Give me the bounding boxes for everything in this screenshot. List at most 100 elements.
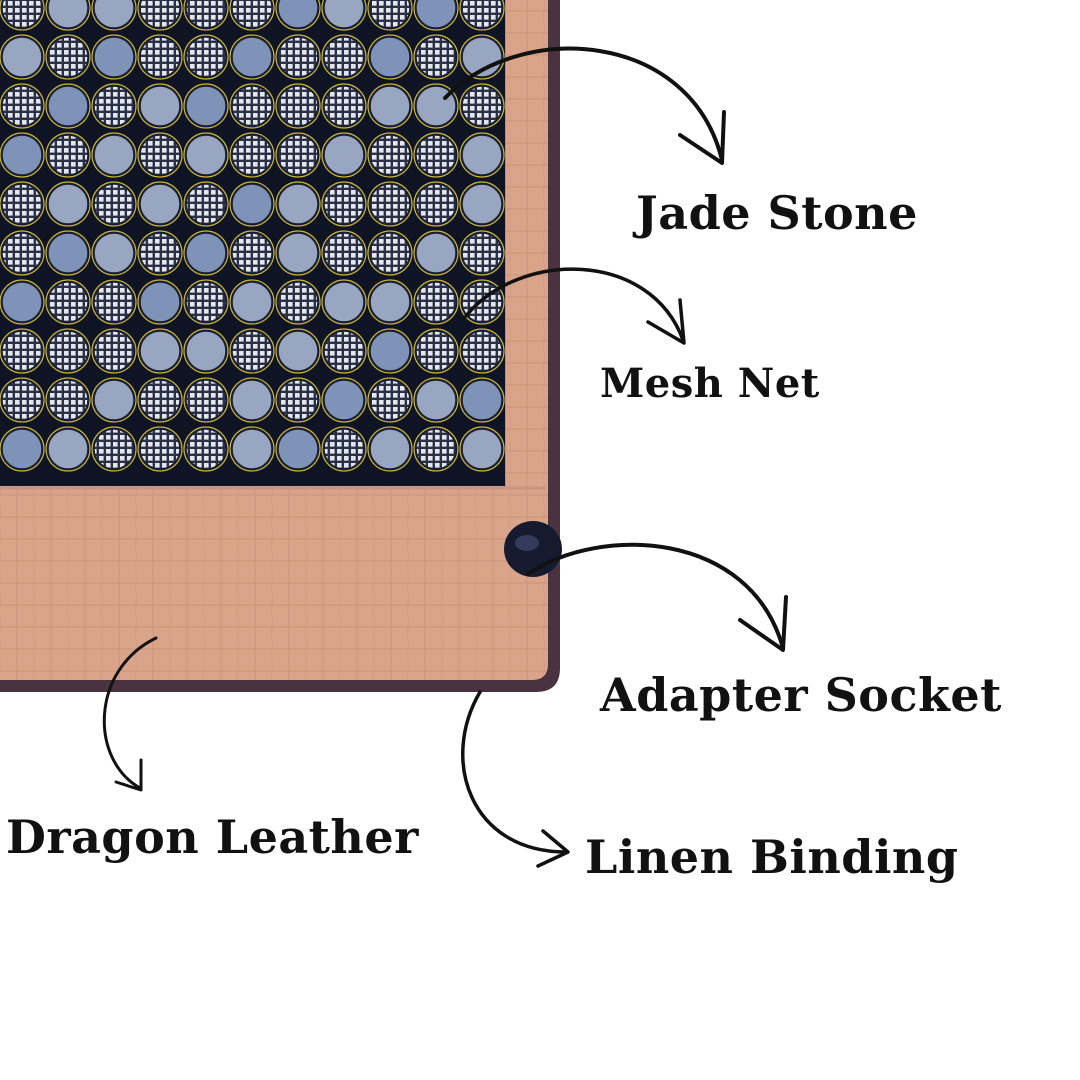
jade-stone (1, 183, 43, 225)
stone-rim (45, 328, 91, 374)
stone-rim (459, 230, 505, 276)
stone-rim (413, 426, 459, 472)
stone-rim (45, 132, 91, 178)
jade-stone (369, 85, 411, 127)
adapter-socket-arrow (526, 542, 788, 652)
jade-stone (1, 134, 43, 176)
jade-stone (93, 183, 135, 225)
jade-stone (415, 428, 457, 470)
stone-rim (459, 83, 505, 129)
stone-rim (183, 426, 229, 472)
jade-stone (1, 0, 43, 29)
stone-rim (137, 0, 183, 31)
stone-rim (229, 426, 275, 472)
stone-rim (137, 279, 183, 325)
stone-rim (321, 377, 367, 423)
stone-rim (229, 279, 275, 325)
stone-rim (275, 132, 321, 178)
jade-stone (139, 428, 181, 470)
stone-rim (413, 377, 459, 423)
stone-rim (45, 83, 91, 129)
jade-stone (277, 232, 319, 274)
stone-rim (275, 328, 321, 374)
stone-rim (321, 181, 367, 227)
jade-stone (185, 85, 227, 127)
stone-rim (367, 132, 413, 178)
stone-rim (91, 132, 137, 178)
stone-rim (91, 279, 137, 325)
jade-stone (461, 183, 503, 225)
jade-stone-grid (0, 0, 505, 472)
jade-stone (323, 0, 365, 29)
stone-rim (459, 377, 505, 423)
stone-rim (275, 181, 321, 227)
jade-stone (185, 0, 227, 29)
stone-rim (137, 230, 183, 276)
stone-rim (413, 0, 459, 31)
stone-rim (229, 328, 275, 374)
stone-rim (183, 328, 229, 374)
stone-rim (367, 0, 413, 31)
jade-stone (415, 36, 457, 78)
stone-rim (0, 426, 45, 472)
jade-stone (47, 183, 89, 225)
jade-stone (47, 232, 89, 274)
jade-stone (323, 379, 365, 421)
jade-stone (47, 281, 89, 323)
jade-stone-arrow (443, 46, 726, 165)
stone-rim (229, 0, 275, 31)
stone-rim (275, 377, 321, 423)
stone-rim (275, 34, 321, 80)
jade-stone (185, 379, 227, 421)
stone-rim (459, 181, 505, 227)
jade-stone (277, 0, 319, 29)
mesh-net-arrow (464, 267, 686, 345)
stone-rim (275, 83, 321, 129)
stone-rim (275, 426, 321, 472)
stone-rim (229, 230, 275, 276)
stone-rim (321, 328, 367, 374)
stone-rim (91, 230, 137, 276)
jade-stone (369, 428, 411, 470)
jade-stone (185, 330, 227, 372)
stone-rim (91, 426, 137, 472)
jade-stone (1, 85, 43, 127)
stone-rim (321, 0, 367, 31)
dragon-leather-arrow (102, 636, 158, 792)
jade-stone (93, 134, 135, 176)
stone-rim (0, 377, 45, 423)
stone-rim (367, 426, 413, 472)
stone-rim (413, 132, 459, 178)
jade-stone (461, 134, 503, 176)
stone-rim (459, 0, 505, 31)
stone-rim (183, 34, 229, 80)
linen-binding-label: Linen Binding (585, 830, 959, 884)
stone-rim (137, 377, 183, 423)
stone-rim (321, 279, 367, 325)
stone-rim (183, 132, 229, 178)
linen-binding-arrow (461, 690, 570, 868)
jade-stone (231, 281, 273, 323)
jade-stone (47, 85, 89, 127)
jade-stone (47, 134, 89, 176)
stone-rim (459, 426, 505, 472)
stone-rim (0, 34, 45, 80)
stone-rim (229, 377, 275, 423)
stone-rim (183, 181, 229, 227)
stone-rim (367, 230, 413, 276)
jade-stone (323, 428, 365, 470)
stone-rim (45, 279, 91, 325)
stone-rim (91, 83, 137, 129)
jade-stone (139, 330, 181, 372)
jade-stone (231, 183, 273, 225)
jade-stone (231, 232, 273, 274)
jade-stone (323, 232, 365, 274)
jade-stone (139, 36, 181, 78)
stone-rim (413, 279, 459, 325)
jade-stone (461, 232, 503, 274)
jade-stone (231, 85, 273, 127)
stone-rim (229, 132, 275, 178)
stone-rim (367, 377, 413, 423)
